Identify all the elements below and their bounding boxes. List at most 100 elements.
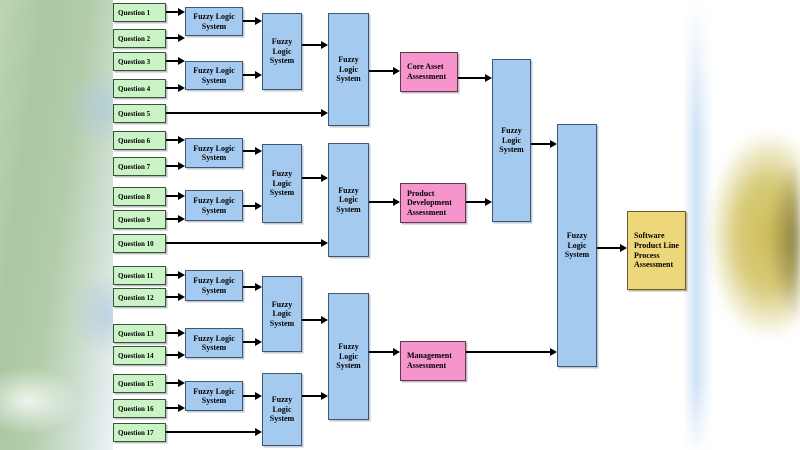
question-box-3-label: Question 3 [118, 57, 151, 66]
flow-arrow-line [166, 37, 179, 39]
question-box-14: Question 14 [113, 346, 166, 365]
flow-arrowhead-icon [255, 71, 262, 79]
flow-arrow-line [166, 242, 322, 244]
fuzzy-logic-system-box-14-label: Fuzzy Logic System [336, 342, 361, 371]
management-assessment-box-label: Management Assessment [407, 351, 452, 370]
flow-arrowhead-icon [178, 329, 185, 337]
fuzzy-logic-system-box-6: Fuzzy Logic System [185, 328, 243, 358]
flow-arrow-line [531, 143, 551, 145]
fuzzy-logic-system-box-2-label: Fuzzy Logic System [193, 66, 235, 85]
question-box-15: Question 15 [113, 374, 166, 393]
flow-arrowhead-icon [178, 293, 185, 301]
flow-arrowhead-icon [178, 215, 185, 223]
fuzzy-logic-system-box-11-label: Fuzzy Logic System [269, 395, 295, 424]
flow-arrowhead-icon [550, 348, 557, 356]
flow-arrow-line [243, 205, 256, 207]
flow-arrowhead-icon [178, 34, 185, 42]
flow-arrow-line [166, 332, 179, 334]
fuzzy-logic-system-box-15: Fuzzy Logic System [492, 59, 531, 222]
flow-arrowhead-icon [178, 351, 185, 359]
flow-arrow-line [166, 274, 179, 276]
flow-arrowhead-icon [321, 174, 328, 182]
flow-arrow-line [243, 341, 256, 343]
flow-arrowhead-icon [321, 109, 328, 117]
flow-arrow-line [166, 139, 179, 141]
question-box-17: Question 17 [113, 423, 166, 442]
question-box-4: Question 4 [113, 79, 166, 98]
question-box-2: Question 2 [113, 29, 166, 48]
flow-arrowhead-icon [178, 136, 185, 144]
flow-arrowhead-icon [485, 74, 492, 82]
flow-arrow-line [369, 351, 394, 353]
flow-arrow-line [166, 11, 179, 13]
background-left-green-gradient [0, 0, 113, 450]
question-box-16: Question 16 [113, 399, 166, 418]
flow-arrowhead-icon [255, 202, 262, 210]
fuzzy-logic-system-box-16-label: Fuzzy Logic System [564, 231, 590, 260]
fuzzy-logic-system-box-8: Fuzzy Logic System [262, 13, 302, 90]
product-development-assessment-box: Product Development Assessment [400, 183, 466, 223]
flow-arrow-line [243, 286, 256, 288]
fuzzy-logic-system-box-15-label: Fuzzy Logic System [499, 126, 524, 155]
question-box-2-label: Question 2 [118, 34, 151, 43]
flow-arrow-line [166, 112, 322, 114]
fuzzy-logic-system-box-13-label: Fuzzy Logic System [336, 185, 361, 214]
fuzzy-logic-system-box-10: Fuzzy Logic System [262, 276, 302, 352]
flow-arrow-line [466, 351, 551, 353]
question-box-6-label: Question 6 [118, 136, 151, 145]
flow-arrow-line [302, 395, 322, 397]
question-box-16-label: Question 16 [118, 404, 154, 413]
flow-arrowhead-icon [393, 67, 400, 75]
flow-arrow-line [166, 218, 179, 220]
flow-arrowhead-icon [178, 379, 185, 387]
flow-arrowhead-icon [255, 147, 262, 155]
flow-arrow-line [597, 247, 621, 249]
core-asset-assessment-box-label: Core Asset Assessment [407, 62, 447, 81]
flow-arrow-line [369, 201, 394, 203]
flow-arrow-line [166, 296, 179, 298]
question-box-9: Question 9 [113, 210, 166, 229]
question-box-10: Question 10 [113, 234, 166, 253]
fuzzy-logic-system-box-5-label: Fuzzy Logic System [193, 276, 235, 295]
question-box-14-label: Question 14 [118, 351, 154, 360]
flow-arrowhead-icon [321, 316, 328, 324]
flow-arrow-line [166, 407, 179, 409]
flow-arrowhead-icon [255, 283, 262, 291]
flow-arrowhead-icon [178, 271, 185, 279]
fuzzy-logic-system-box-7-label: Fuzzy Logic System [193, 386, 235, 405]
question-box-7: Question 7 [113, 157, 166, 176]
flow-arrow-line [302, 44, 322, 46]
fuzzy-logic-system-box-8-label: Fuzzy Logic System [269, 37, 295, 66]
fuzzy-logic-system-box-11: Fuzzy Logic System [262, 373, 302, 446]
question-box-5-label: Question 5 [118, 109, 151, 118]
question-box-13: Question 13 [113, 324, 166, 343]
question-box-9-label: Question 9 [118, 215, 151, 224]
flow-arrowhead-icon [178, 57, 185, 65]
fuzzy-logic-system-box-10-label: Fuzzy Logic System [269, 299, 295, 328]
flow-arrow-line [166, 165, 179, 167]
flow-arrowhead-icon [178, 192, 185, 200]
fuzzy-logic-system-box-1: Fuzzy Logic System [185, 7, 243, 36]
question-box-6: Question 6 [113, 131, 166, 150]
flow-arrow-line [302, 177, 322, 179]
question-box-11: Question 11 [113, 266, 166, 285]
question-box-12: Question 12 [113, 288, 166, 307]
fuzzy-logic-system-box-12-label: Fuzzy Logic System [336, 55, 361, 84]
flow-arrowhead-icon [620, 244, 627, 252]
software-product-line-process-assessment-box: Software Product Line Process Assessment [627, 211, 686, 290]
flow-arrowhead-icon [393, 348, 400, 356]
flow-arrow-line [302, 319, 322, 321]
flow-arrow-line [243, 395, 256, 397]
flow-arrow-line [243, 20, 256, 22]
fuzzy-logic-system-box-9-label: Fuzzy Logic System [269, 169, 295, 198]
question-box-13-label: Question 13 [118, 329, 154, 338]
software-product-line-process-assessment-box-label: Software Product Line Process Assessment [634, 231, 679, 270]
fuzzy-logic-system-box-16: Fuzzy Logic System [557, 124, 597, 367]
background-yellow-glow [688, 110, 800, 370]
core-asset-assessment-box: Core Asset Assessment [400, 52, 458, 92]
flow-arrow-line [166, 354, 179, 356]
flow-arrowhead-icon [255, 428, 262, 436]
fuzzy-logic-system-box-1-label: Fuzzy Logic System [193, 12, 235, 31]
fuzzy-logic-system-box-9: Fuzzy Logic System [262, 144, 302, 223]
